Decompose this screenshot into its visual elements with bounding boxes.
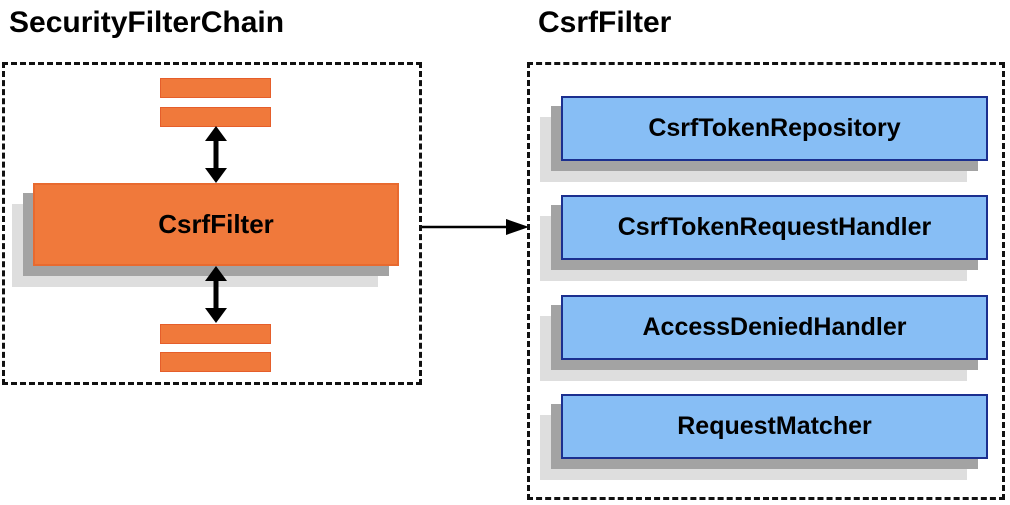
filter-bar [160, 352, 271, 372]
security-filter-chain-title: SecurityFilterChain [9, 6, 285, 39]
component-label: CsrfTokenRepository [648, 114, 901, 142]
component-label: CsrfTokenRequestHandler [617, 213, 932, 241]
filter-bar [160, 78, 271, 98]
bidirectional-arrow-icon [205, 266, 227, 323]
security-filter-chain-container: CsrfFilter [2, 62, 422, 385]
csrf-filter-container: CsrfTokenRepository CsrfTokenRequestHand… [527, 62, 1005, 500]
bidirectional-arrow-icon [205, 126, 227, 183]
component-label: RequestMatcher [677, 412, 872, 440]
component-csrf-token-request-handler: CsrfTokenRequestHandler [561, 195, 988, 260]
component-request-matcher: RequestMatcher [561, 394, 988, 459]
component-label: AccessDeniedHandler [642, 313, 907, 341]
csrf-filter-node: CsrfFilter [33, 183, 399, 266]
right-arrow-icon [422, 219, 529, 235]
csrf-filter-node-label: CsrfFilter [158, 209, 274, 239]
filter-bar [160, 324, 271, 344]
component-access-denied-handler: AccessDeniedHandler [561, 295, 988, 360]
component-csrf-token-repository: CsrfTokenRepository [561, 96, 988, 161]
filter-bar [160, 107, 271, 127]
csrf-filter-title: CsrfFilter [538, 6, 672, 39]
